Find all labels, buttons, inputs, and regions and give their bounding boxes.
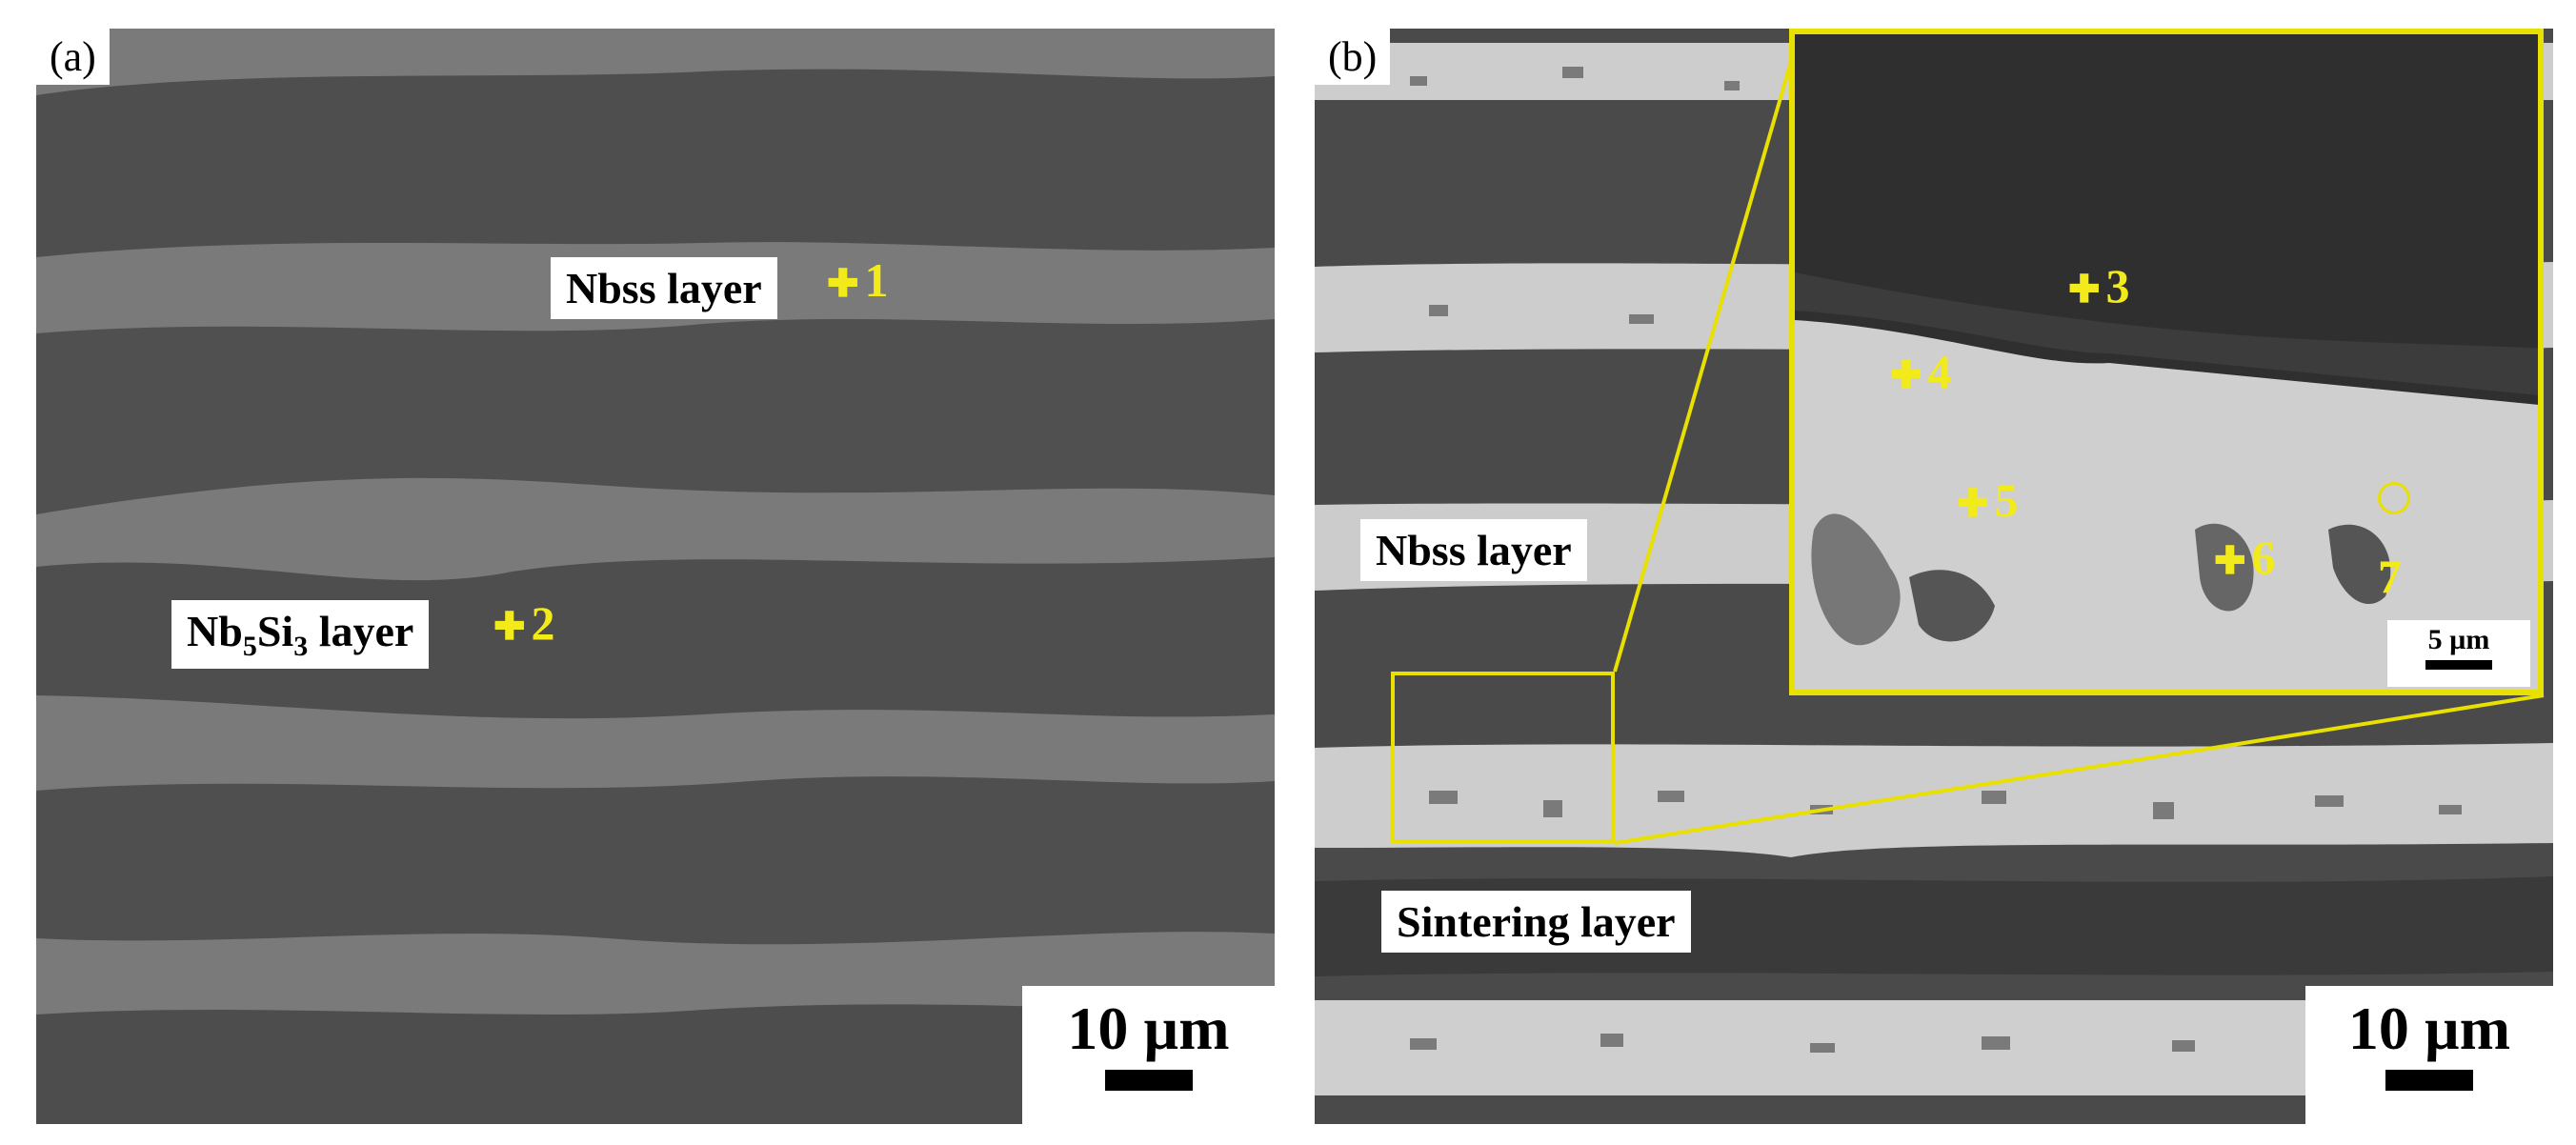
point-4-marker: ✚4: [1890, 344, 1952, 399]
point-7-marker: 7: [2378, 549, 2402, 604]
layered-microstructure-a: [36, 29, 1275, 1124]
point-3-label: 3: [2105, 259, 2130, 312]
point-6-marker: ✚6: [2214, 530, 2276, 585]
zoom-inset: ✚3 ✚4 ✚5 ✚6 7 5 µm: [1789, 29, 2544, 695]
nb5si3-layer-label: Nb5Si3 layer: [171, 600, 430, 670]
nbss-layer-label-b: Nbss layer: [1360, 519, 1587, 581]
point-7-label: 7: [2378, 550, 2402, 603]
zoom-region-box: [1391, 672, 1615, 843]
scale-bar-b-bar: [2385, 1070, 2473, 1091]
point-5-label: 5: [1994, 473, 2019, 527]
nbss-layer-label: Nbss layer: [551, 257, 777, 319]
inset-scale-bar-label: 5 µm: [2427, 624, 2490, 655]
inset-microstructure: [1795, 34, 2538, 690]
micrograph-panel-a: (a) Nbss layer ✚1 Nb5Si3 layer ✚2 10 µm: [36, 29, 1275, 1124]
point-5-marker: ✚5: [1957, 472, 2019, 528]
plus-icon: ✚: [2068, 268, 2101, 311]
plus-icon: ✚: [827, 262, 859, 305]
nb5si3-label-sub3: 3: [293, 631, 309, 663]
point-1-marker: ✚1: [827, 252, 889, 308]
plus-icon: ✚: [1957, 482, 1989, 525]
scale-bar-b-label: 10 µm: [2347, 994, 2511, 1062]
plus-icon: ✚: [493, 605, 526, 648]
nb5si3-label-nb: Nb: [187, 607, 243, 655]
plus-icon: ✚: [2214, 539, 2246, 582]
inset-scale-bar-bar: [2425, 660, 2492, 670]
nb5si3-label-si: Si: [256, 607, 294, 655]
scale-bar-a-label: 10 µm: [1067, 994, 1230, 1062]
scale-bar-a: 10 µm: [1022, 986, 1275, 1124]
point-2-marker: ✚2: [493, 595, 555, 651]
inset-scale-bar: 5 µm: [2387, 620, 2530, 687]
point-6-label: 6: [2251, 531, 2276, 584]
panel-label-a: (a): [36, 29, 110, 85]
sintering-layer-label: Sintering layer: [1381, 891, 1691, 953]
point-3-marker: ✚3: [2068, 258, 2130, 313]
scale-bar-a-bar: [1104, 1070, 1193, 1091]
point-7-circle: [2378, 482, 2410, 514]
point-1-label: 1: [864, 253, 889, 307]
panel-label-b: (b): [1315, 29, 1391, 85]
point-2-label: 2: [531, 596, 555, 650]
point-4-label: 4: [1927, 345, 1952, 398]
plus-icon: ✚: [1890, 353, 1922, 396]
nb5si3-label-sub5: 5: [242, 631, 257, 663]
scale-bar-b: 10 µm: [2305, 986, 2553, 1124]
micrograph-panel-b: ✚3 ✚4 ✚5 ✚6 7 5 µm (b) Nbss layer Sinter…: [1315, 29, 2553, 1124]
nb5si3-label-layer: layer: [308, 607, 414, 655]
